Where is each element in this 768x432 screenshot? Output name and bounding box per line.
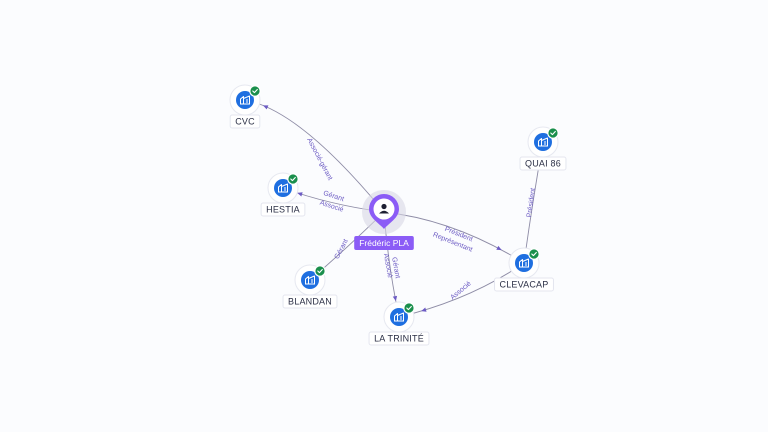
company-name-label: CLEVACAP — [494, 277, 554, 292]
person-node[interactable]: Frédéric PLA — [354, 190, 414, 250]
company-node-cvc[interactable]: CVC — [229, 84, 261, 129]
person-name-label: Frédéric PLA — [354, 236, 414, 250]
company-node-latrinite[interactable]: LA TRINITÉ — [368, 301, 430, 346]
company-name: CVC — [235, 117, 255, 127]
company-node-blandan[interactable]: BLANDAN — [282, 264, 338, 309]
verified-check-icon — [287, 173, 299, 185]
arrow-head-icon — [392, 295, 398, 302]
verified-check-icon — [249, 85, 261, 97]
company-name-label: BLANDAN — [282, 294, 338, 309]
company-name: CLEVACAP — [500, 280, 549, 290]
building-icon — [534, 133, 552, 151]
building-icon — [274, 179, 292, 197]
person-name: Frédéric PLA — [359, 238, 409, 248]
verified-check-icon — [314, 265, 326, 277]
building-icon — [390, 308, 408, 326]
building-icon — [236, 91, 254, 109]
person-icon — [379, 203, 389, 214]
relation-person-cvc[interactable]: Associé-gérant — [244, 99, 385, 213]
arrow-head-icon — [496, 245, 502, 251]
verified-check-icon — [547, 127, 559, 139]
verified-check-icon — [403, 302, 415, 314]
company-name-label: QUAI 86 — [519, 156, 567, 171]
company-name: BLANDAN — [288, 297, 332, 307]
relation-label: Président — [526, 188, 537, 218]
company-name-label: HESTIA — [260, 202, 306, 217]
nodes-layer: CVC HESTIA BLANDAN LA TRINITÉ CLEVACAP QUAI 8… — [229, 84, 567, 346]
company-name: QUAI 86 — [525, 159, 561, 169]
company-node-quai86[interactable]: QUAI 86 — [519, 126, 567, 171]
company-name-label: LA TRINITÉ — [368, 331, 430, 346]
company-name: HESTIA — [266, 205, 300, 215]
building-icon — [515, 254, 533, 272]
arrow-head-icon — [262, 105, 269, 110]
company-node-hestia[interactable]: HESTIA — [260, 172, 306, 217]
building-icon — [301, 271, 319, 289]
relation-label: Associé — [382, 253, 393, 278]
company-name-label: CVC — [229, 114, 261, 129]
arrow-head-icon — [421, 307, 427, 312]
company-name: LA TRINITÉ — [374, 334, 424, 344]
verified-check-icon — [528, 248, 540, 260]
company-node-clevacap[interactable]: CLEVACAP — [494, 247, 554, 292]
arrow-head-icon — [297, 192, 303, 197]
relation-label: Gérant — [390, 257, 401, 279]
relation-label: Associé — [449, 280, 472, 301]
relation-label: Gérant — [334, 238, 350, 260]
